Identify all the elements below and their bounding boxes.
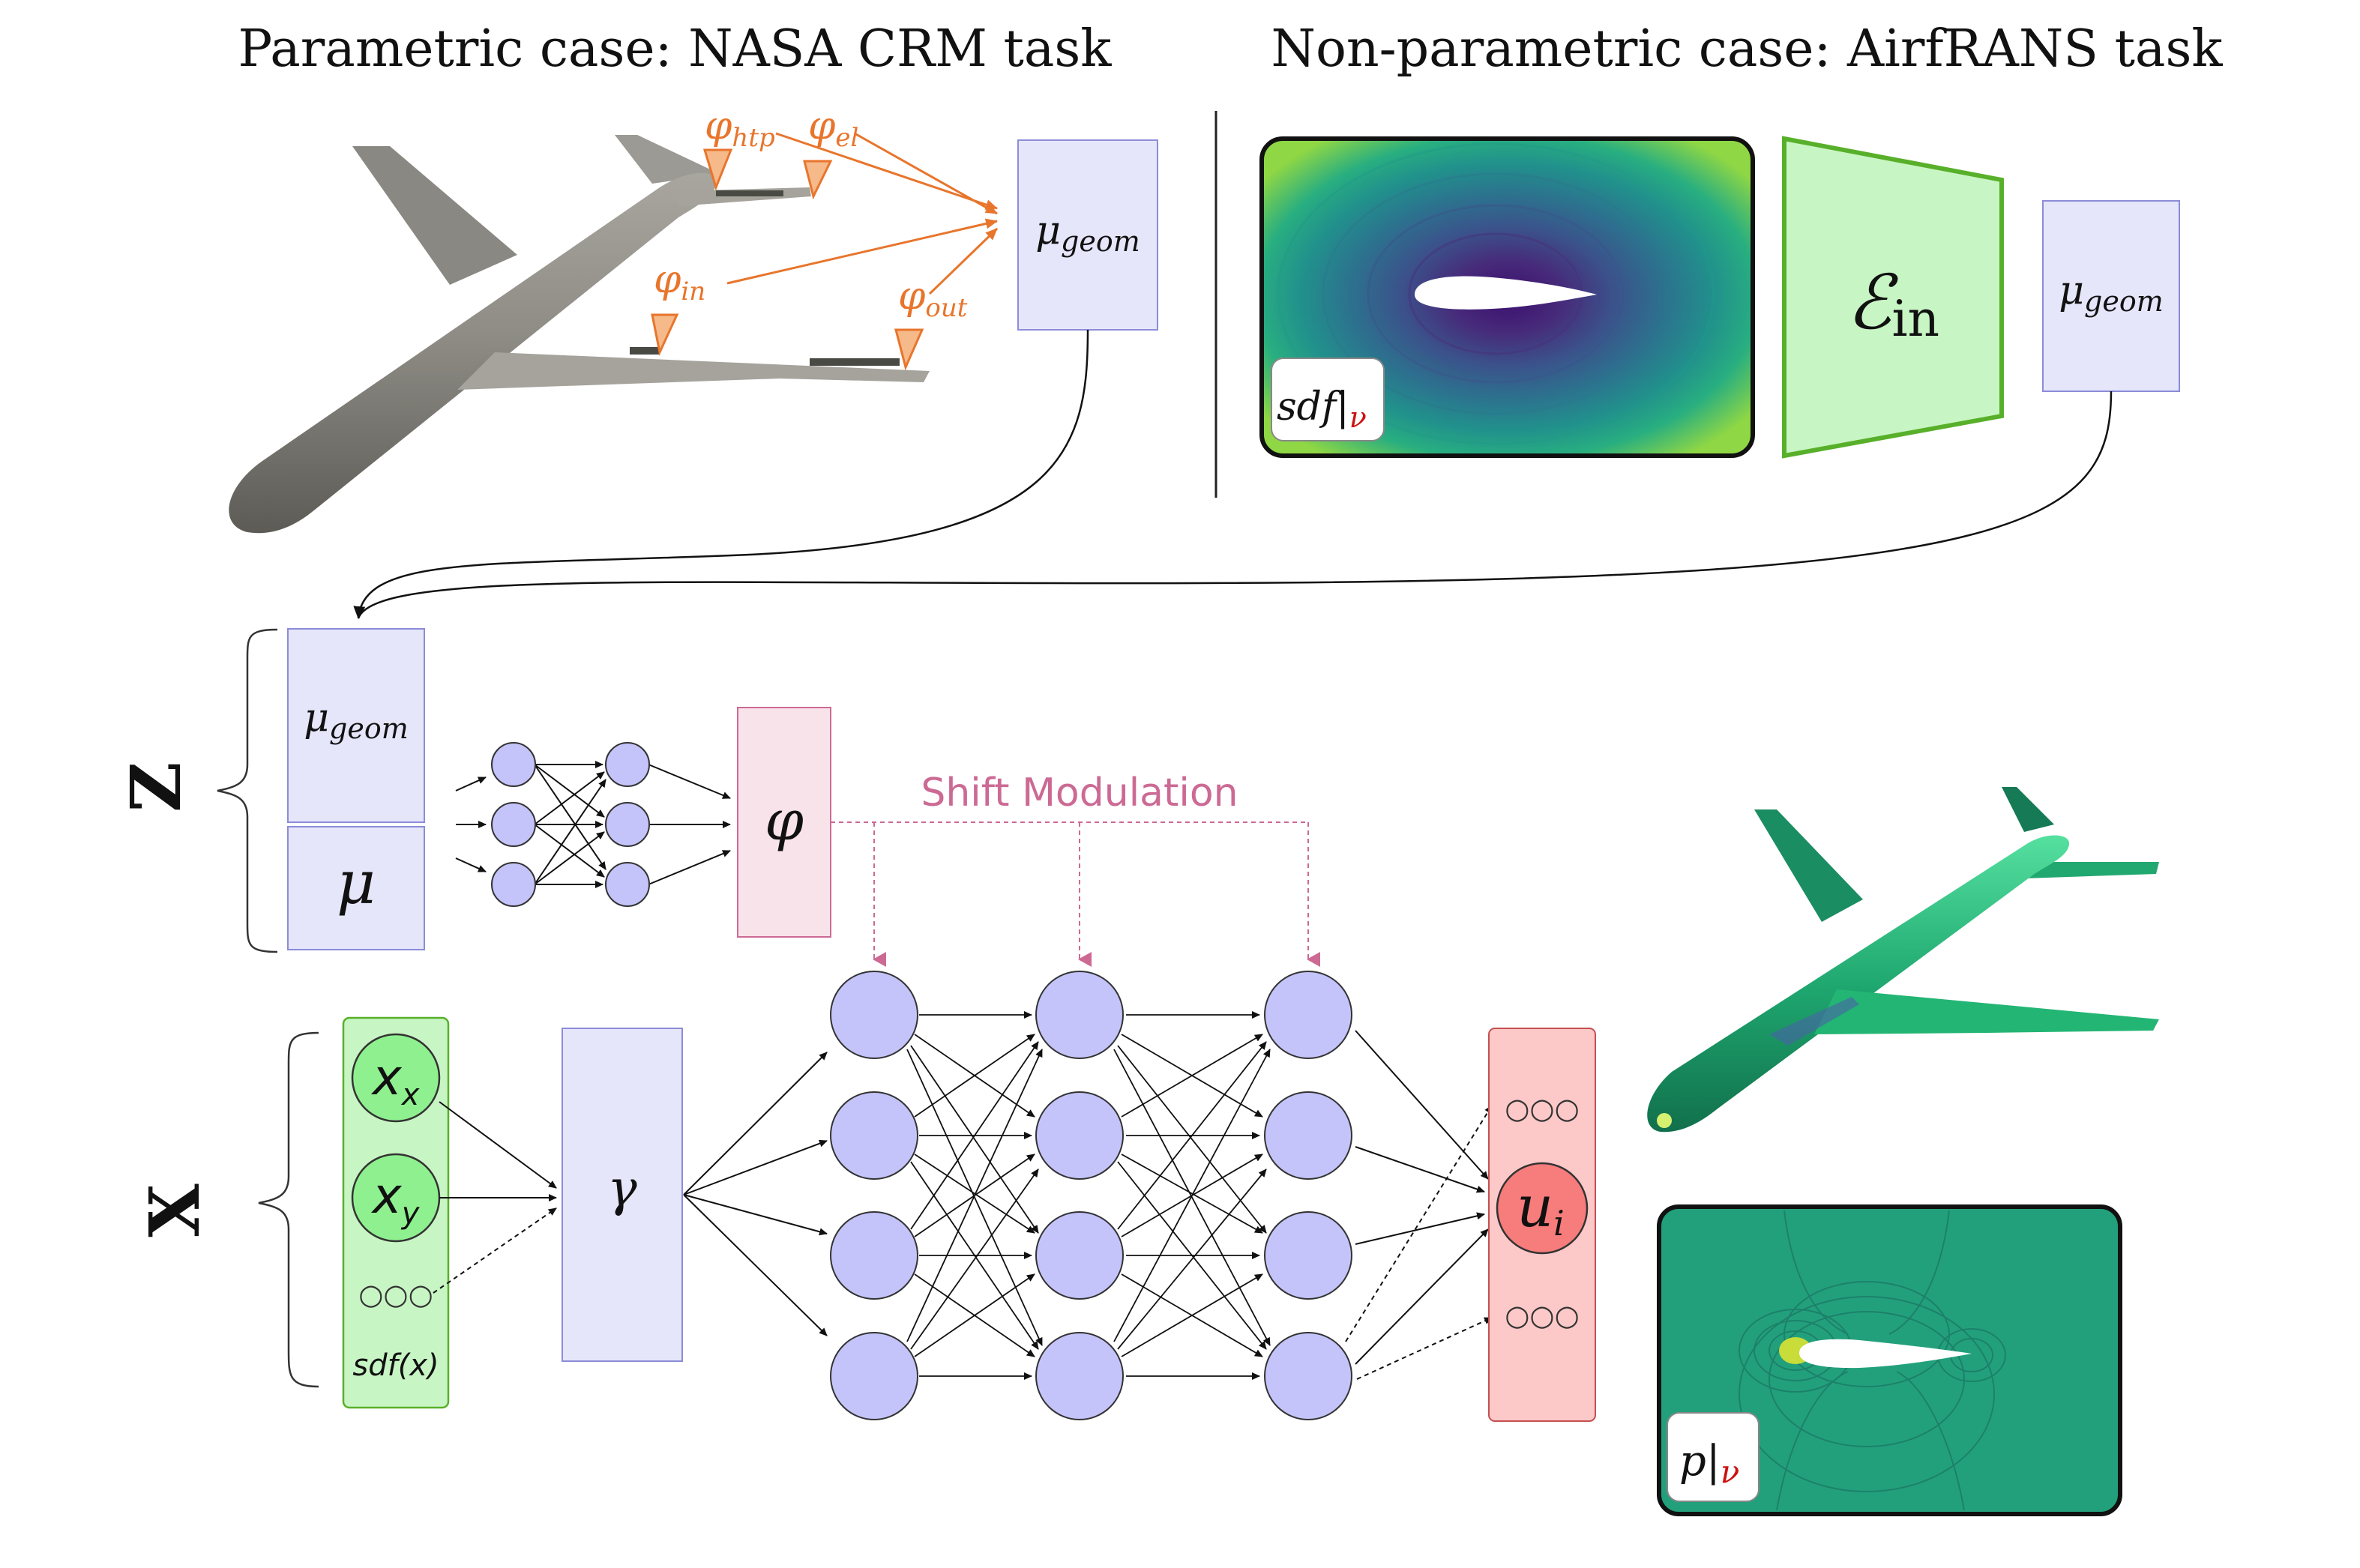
angle-label-htp: φhtp bbox=[705, 103, 775, 153]
sdf-label-box bbox=[1271, 358, 1385, 441]
title-parametric: Parametric case: NASA CRM task bbox=[238, 19, 1113, 79]
main-network-edges-l1 bbox=[906, 1011, 1043, 1380]
input-to-gamma-arrows bbox=[433, 1101, 557, 1294]
htp-wedge bbox=[702, 148, 733, 191]
in-wedge bbox=[651, 313, 679, 356]
svg-text:φout: φout bbox=[898, 274, 968, 323]
crm-mu-geom-label: μgeom bbox=[1035, 208, 1140, 258]
airfrans-to-z-connector bbox=[357, 391, 2113, 619]
angle-label-out: φout bbox=[898, 274, 968, 323]
output-edges bbox=[1345, 1030, 1493, 1380]
main-network-nodes bbox=[830, 971, 1352, 1420]
shift-modulation-lines bbox=[831, 821, 1320, 967]
crm-to-z-connector bbox=[353, 329, 1089, 619]
gamma-box bbox=[562, 1028, 683, 1362]
inner-flap-surface bbox=[630, 347, 660, 355]
pressure-label: p|ν bbox=[1679, 1437, 1739, 1490]
hyper-network-nodes bbox=[491, 742, 650, 907]
x-label: X bbox=[134, 1183, 215, 1237]
angle-label-in: φin bbox=[654, 257, 705, 307]
airfoil-shape-sdf bbox=[1415, 276, 1597, 310]
out-wedge bbox=[894, 328, 924, 371]
outer-aileron-surface bbox=[810, 358, 900, 366]
airfoil-shape-pressure bbox=[1799, 1339, 1972, 1369]
sdf-field-panel bbox=[1259, 136, 1755, 458]
phi-box bbox=[737, 707, 831, 938]
main-network-edges bbox=[683, 1052, 828, 1336]
input-ellipsis: ○○○ bbox=[358, 1278, 433, 1311]
shift-modulation-label: Shift Modulation bbox=[921, 771, 1238, 815]
elevator-surface bbox=[716, 190, 783, 196]
z-mu-geom-box bbox=[287, 628, 425, 823]
title-non-parametric: Non-parametric case: AirfRANS task bbox=[1271, 19, 2223, 79]
xx-label: xx bbox=[371, 1049, 420, 1112]
xy-label: xy bbox=[371, 1167, 421, 1231]
xx-node bbox=[351, 1033, 441, 1123]
pressure-field-panel bbox=[1657, 1204, 2122, 1516]
predicted-aircraft-illustration bbox=[1647, 787, 2159, 1133]
svg-text:φhtp: φhtp bbox=[705, 103, 775, 153]
encoder-label: ℰin bbox=[1846, 259, 1939, 348]
z-mu-label: μ bbox=[337, 848, 376, 917]
angle-label-el: φel bbox=[808, 103, 858, 153]
main-network-edges-l2 bbox=[1113, 1011, 1271, 1380]
output-ellipsis-top: ○○○ bbox=[1505, 1092, 1579, 1125]
x-brace bbox=[258, 1031, 319, 1388]
output-ellipsis-bottom: ○○○ bbox=[1505, 1299, 1579, 1332]
svg-text:φel: φel bbox=[808, 103, 858, 153]
airfrans-mu-geom-label: μgeom bbox=[2059, 268, 2164, 318]
sdf-x-label: sdf(x) bbox=[352, 1348, 439, 1383]
output-node bbox=[1496, 1162, 1589, 1255]
airfrans-mu-geom-box bbox=[2042, 200, 2180, 392]
z-mu-geom-label: μgeom bbox=[304, 696, 409, 745]
sdf-label: sdf|ν bbox=[1277, 385, 1367, 434]
crm-aircraft-illustration bbox=[229, 135, 930, 534]
angle-arrows bbox=[726, 132, 999, 295]
svg-text:φin: φin bbox=[654, 257, 705, 307]
z-label: Z bbox=[115, 762, 196, 812]
z-brace bbox=[217, 628, 278, 953]
pressure-label-box bbox=[1667, 1412, 1760, 1502]
z-mu-box bbox=[287, 826, 425, 950]
output-label: ui bbox=[1517, 1173, 1565, 1243]
hyper-network bbox=[455, 761, 731, 888]
encoder-block bbox=[1782, 136, 2004, 459]
el-wedge bbox=[803, 160, 833, 200]
gamma-label: γ bbox=[607, 1160, 637, 1217]
phi-label: φ bbox=[765, 788, 804, 853]
